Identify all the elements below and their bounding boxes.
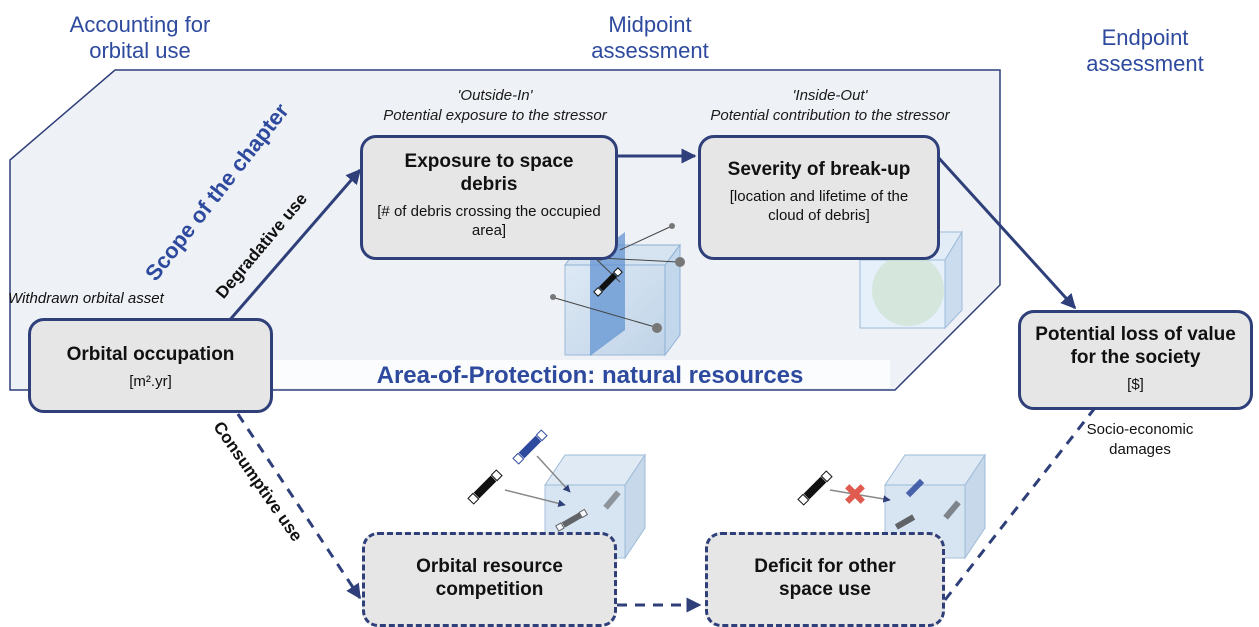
severity-unit: [location and lifetime of the cloud of d… [729,188,909,224]
orbital-occupation-title: Orbital occupation [66,344,235,365]
potential-loss-unit: [$] [1127,376,1144,393]
orbital-occupation-unit: [m².yr] [129,373,172,390]
withdrawn-asset-label: Withdrawn orbital asset [8,290,164,307]
inside-out-subtitle: Potential contribution to the stressor [710,107,950,124]
box-competition: Orbital resource competition [362,532,617,627]
severity-title: Severity of break-up [727,159,911,180]
potential-loss-title: Potential loss of value for the society [1035,324,1236,368]
arrow-consumptive [216,383,362,600]
socio-economic-label: Socio-economic damages [1086,421,1194,458]
box-deficit: Deficit for other space use [705,532,945,627]
outside-in-title: 'Outside-In' [457,87,533,104]
aop-label: Area-of-Protection: natural resources [376,362,804,389]
box-orbital-occupation: Orbital occupation [m².yr] [28,318,273,413]
header-midpoint: Midpoint assessment [591,12,709,63]
outside-in-subtitle: Potential exposure to the stressor [383,107,607,124]
inside-out-title: 'Inside-Out' [792,87,868,104]
aop-band [270,360,890,388]
box-exposure: Exposure to space debris [# of debris cr… [360,135,618,260]
deficit-title: Deficit for other space use [754,556,896,600]
exposure-unit: [# of debris crossing the occupied area] [377,203,601,239]
competition-title: Orbital resource competition [416,556,563,600]
arrow-severity-loss [935,154,1077,310]
header-endpoint: Endpoint assessment [1086,25,1204,76]
header-accounting: Accounting for orbital use [69,12,211,63]
exposure-title: Exposure to space debris [404,151,574,195]
exposure-cube-illustration [550,223,685,357]
arrow-degradative [226,168,362,323]
outside-in-caption: 'Outside-In' Potential exposure to the s… [355,86,635,126]
box-severity: Severity of break-up [location and lifet… [698,135,940,260]
inside-out-caption: 'Inside-Out' Potential contribution to t… [680,86,980,126]
box-potential-loss: Potential loss of value for the society … [1018,310,1253,410]
arrow-deficit-loss [943,384,1114,601]
